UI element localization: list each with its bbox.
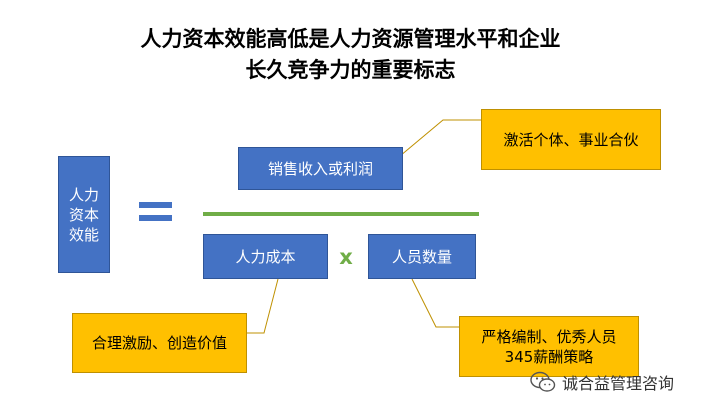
title-line-2: 长久竞争力的重要标志 <box>245 58 456 82</box>
headcount-callout: 严格编制、优秀人员 345薪酬策略 <box>459 316 639 377</box>
headcount-connector <box>411 278 459 328</box>
labor-cost-label: 人力成本 <box>235 247 296 266</box>
headcount-callout-line-1: 严格编制、优秀人员 <box>481 327 617 346</box>
wechat-icon <box>530 371 556 392</box>
numerator-callout: 激活个体、事业合伙 <box>481 109 661 170</box>
left-box-line-2: 资本 <box>68 205 99 224</box>
human-capital-efficiency-box: 人力 资本 效能 <box>58 156 110 273</box>
numerator-box: 销售收入或利润 <box>238 147 403 190</box>
headcount-label: 人员数量 <box>391 247 452 266</box>
watermark-text: 诚合益管理咨询 <box>562 374 675 393</box>
fraction-line <box>203 212 479 216</box>
left-box-line-3: 效能 <box>68 225 99 244</box>
title-line-1: 人力资本效能高低是人力资源管理水平和企业 <box>140 27 561 51</box>
cost-connector <box>246 278 279 334</box>
labor-cost-box: 人力成本 <box>203 234 328 279</box>
multiply-sign: x <box>339 245 353 269</box>
numerator-callout-text: 激活个体、事业合伙 <box>503 130 639 149</box>
numerator-connector <box>399 119 481 157</box>
cost-callout: 合理激励、创造价值 <box>72 313 247 373</box>
headcount-callout-line-2: 345薪酬策略 <box>504 347 594 366</box>
equals-bar-top <box>139 202 172 208</box>
left-box-line-1: 人力 <box>68 185 99 204</box>
equals-bar-bottom <box>139 215 172 221</box>
watermark: 诚合益管理咨询 <box>530 370 674 394</box>
diagram-title: 人力资本效能高低是人力资源管理水平和企业 长久竞争力的重要标志 <box>0 24 701 86</box>
numerator-label: 销售收入或利润 <box>267 159 373 178</box>
cost-callout-text: 合理激励、创造价值 <box>91 334 227 352</box>
headcount-box: 人员数量 <box>368 234 476 279</box>
